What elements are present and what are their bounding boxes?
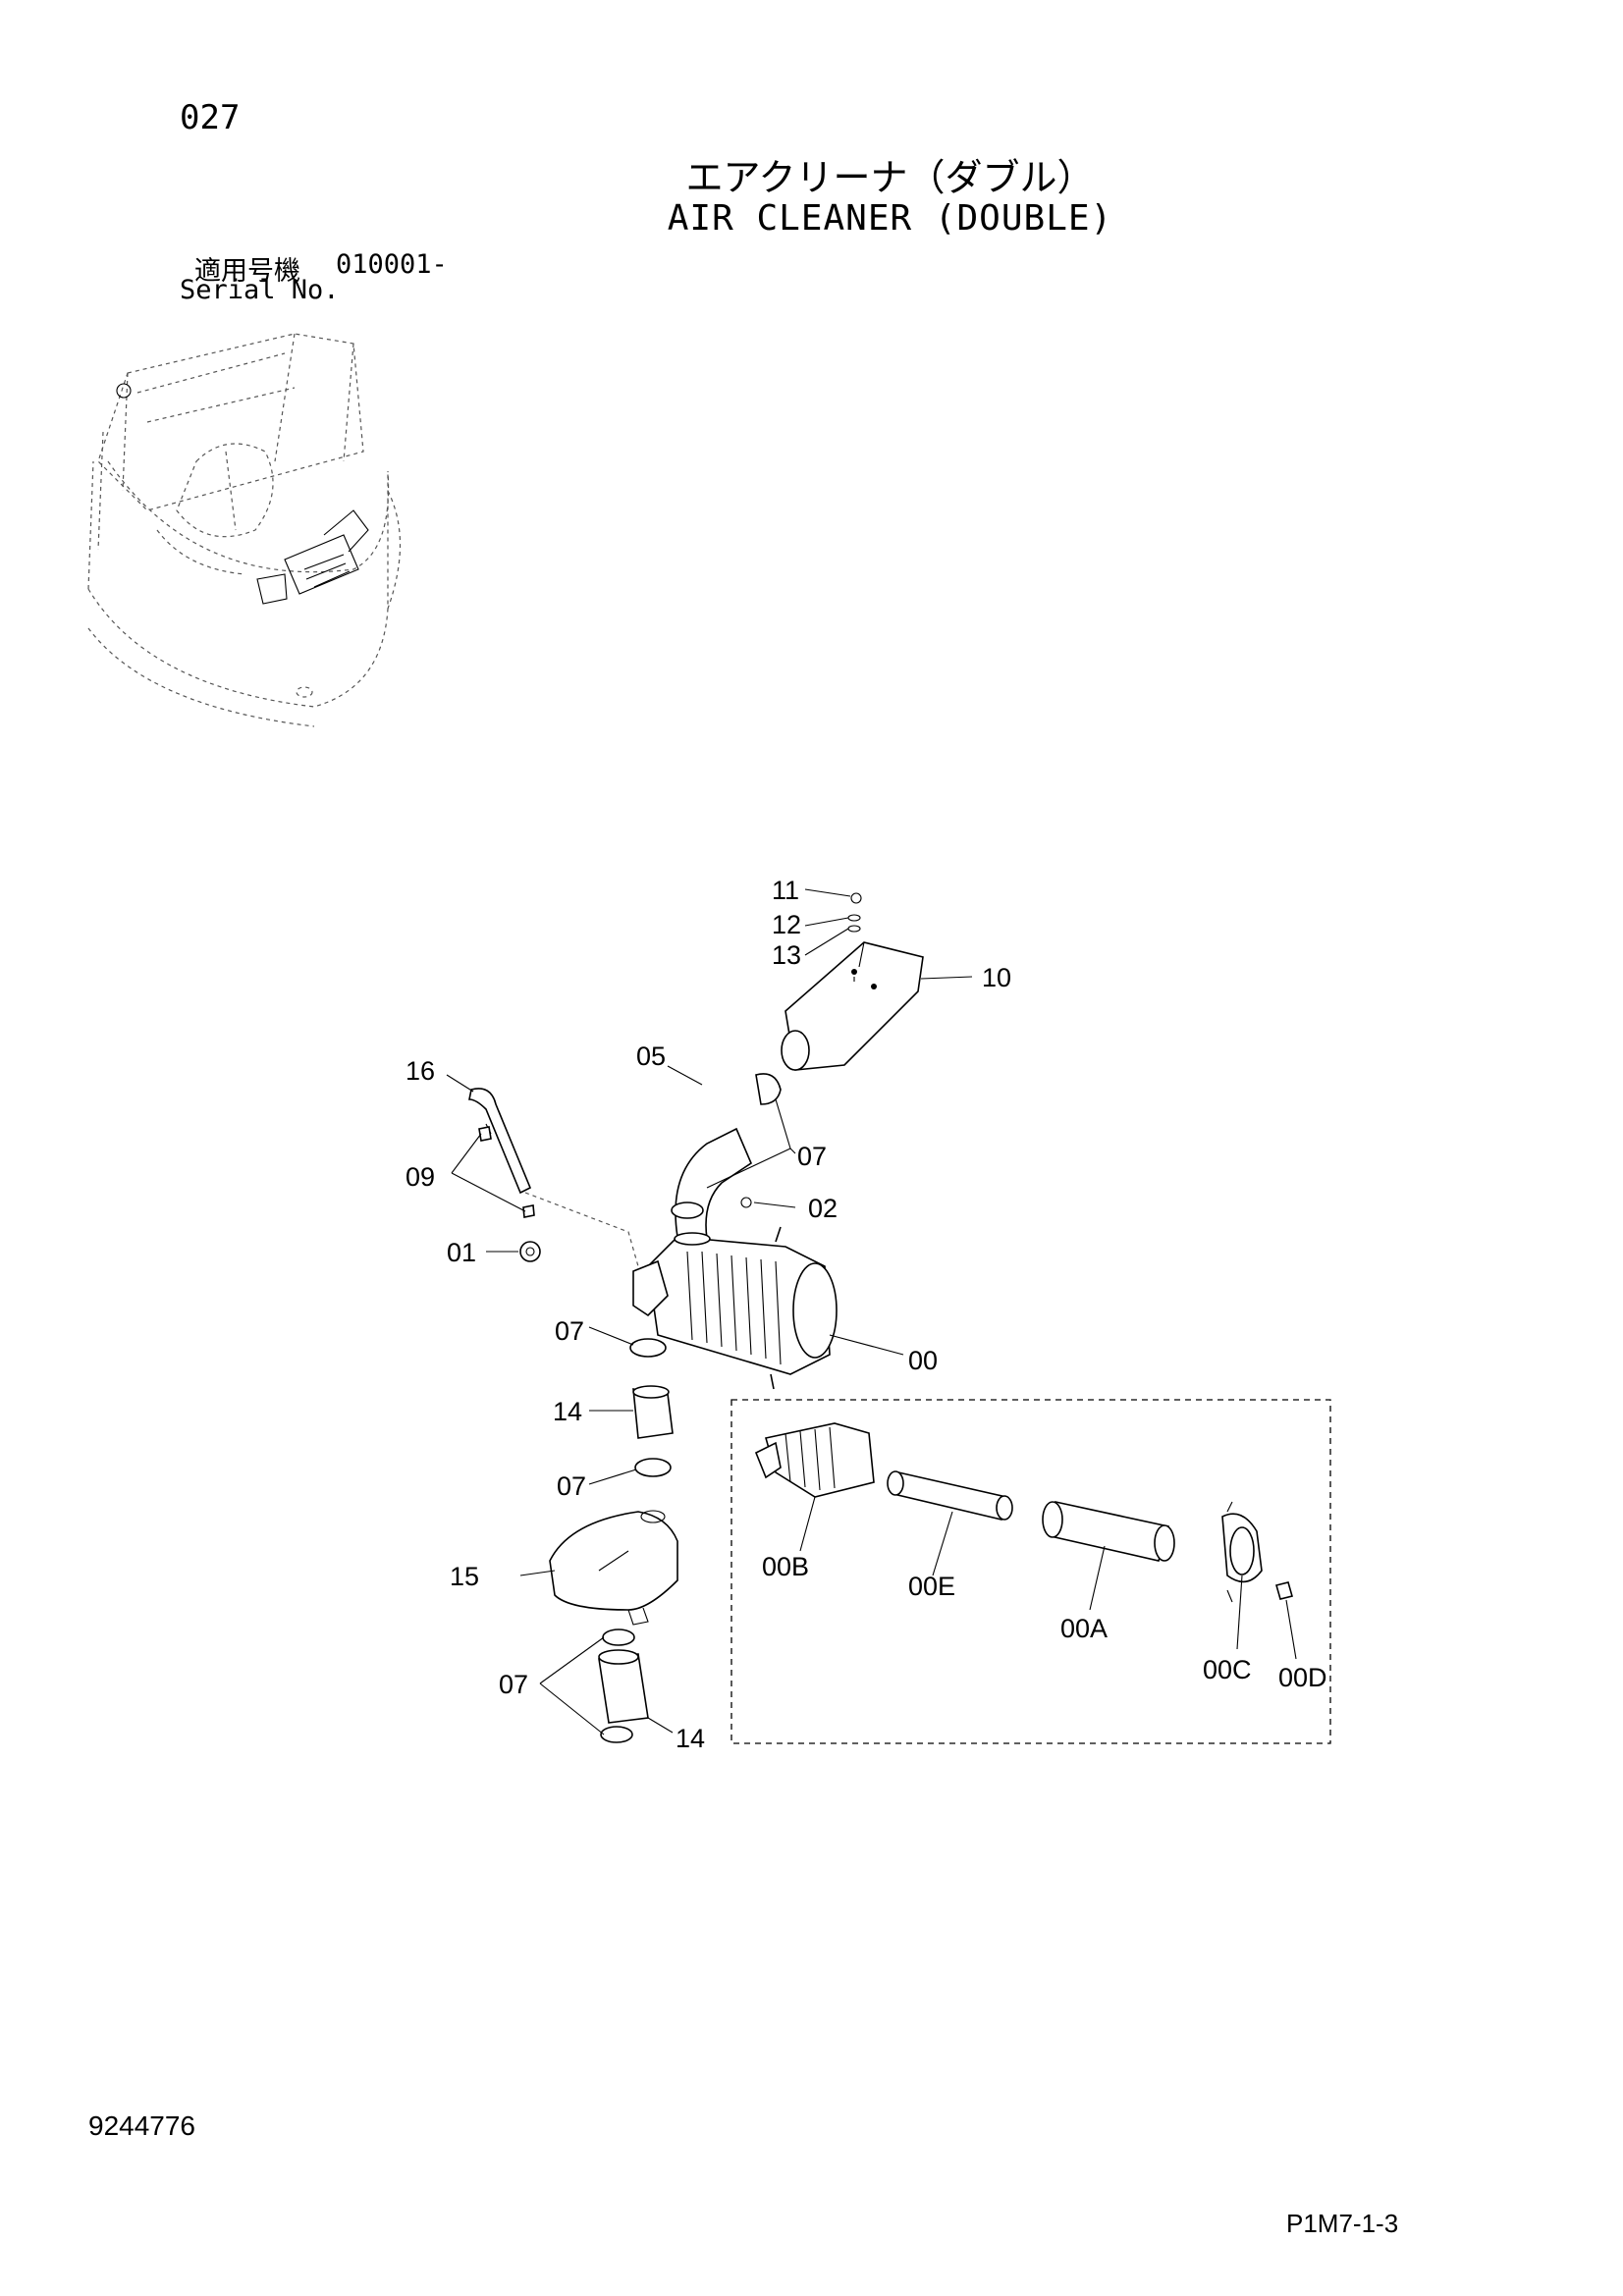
callout-00C: 00C — [1203, 1655, 1252, 1684]
callout-00A: 00A — [1060, 1614, 1108, 1643]
valve-01 — [519, 1241, 541, 1262]
callout-02: 02 — [808, 1194, 838, 1223]
callout-15: 15 — [450, 1562, 479, 1591]
pre-cleaner-15 — [549, 1510, 678, 1626]
hose-16 — [468, 1088, 532, 1195]
callout-labels: 11 12 13 10 16 05 07 09 02 01 07 00 14 0… — [406, 876, 1327, 1753]
valve-00D — [1275, 1581, 1293, 1600]
clamps-07 — [600, 1197, 752, 1743]
machine-overview-illustration — [87, 333, 402, 727]
intake-hose-05 — [674, 1073, 782, 1246]
callout-01: 01 — [447, 1238, 476, 1267]
callout-00D: 00D — [1278, 1663, 1327, 1692]
intake-duct-10 — [781, 941, 924, 1071]
callout-10: 10 — [982, 963, 1011, 992]
title-japanese: エアクリーナ（ダブル） — [685, 156, 1095, 199]
document-number: 9244776 — [88, 2110, 196, 2141]
cover-00C — [1221, 1501, 1263, 1603]
connector-14-upper — [632, 1385, 674, 1439]
callout-00: 00 — [908, 1346, 938, 1375]
serial-label-japanese: 適用号機 — [194, 256, 300, 287]
page-number: 027 — [180, 98, 241, 137]
callout-16: 16 — [406, 1056, 435, 1086]
callout-07-d: 07 — [499, 1670, 528, 1699]
title-english: AIR CLEANER (DOUBLE) — [667, 198, 1113, 239]
bolt-washer-stack — [847, 892, 862, 933]
connector-14-lower — [598, 1649, 649, 1724]
callout-14-b: 14 — [676, 1724, 705, 1753]
callout-11: 11 — [772, 876, 799, 905]
callout-09: 09 — [406, 1162, 435, 1192]
serial-label-english: Serial No. — [180, 275, 340, 305]
callout-14-a: 14 — [553, 1397, 582, 1426]
inner-element-00E — [887, 1470, 1013, 1521]
callout-05: 05 — [636, 1041, 666, 1071]
outer-element-00A — [1042, 1501, 1175, 1562]
clip-09 — [478, 1126, 535, 1218]
element-housing-00B — [754, 1422, 875, 1498]
callout-00B: 00B — [762, 1552, 809, 1581]
page-code: P1M7-1-3 — [1286, 2209, 1399, 2238]
callout-07-b: 07 — [555, 1316, 584, 1346]
callout-07-c: 07 — [557, 1471, 586, 1501]
leader-lines — [446, 888, 1297, 1735]
exploded-view-frame — [730, 1399, 1331, 1744]
callout-07-a: 07 — [797, 1142, 827, 1171]
air-cleaner-body — [632, 1226, 838, 1390]
callout-12: 12 — [772, 910, 801, 939]
callout-00E: 00E — [908, 1572, 955, 1601]
callout-13: 13 — [772, 940, 801, 970]
serial-range: 010001- — [336, 249, 448, 280]
